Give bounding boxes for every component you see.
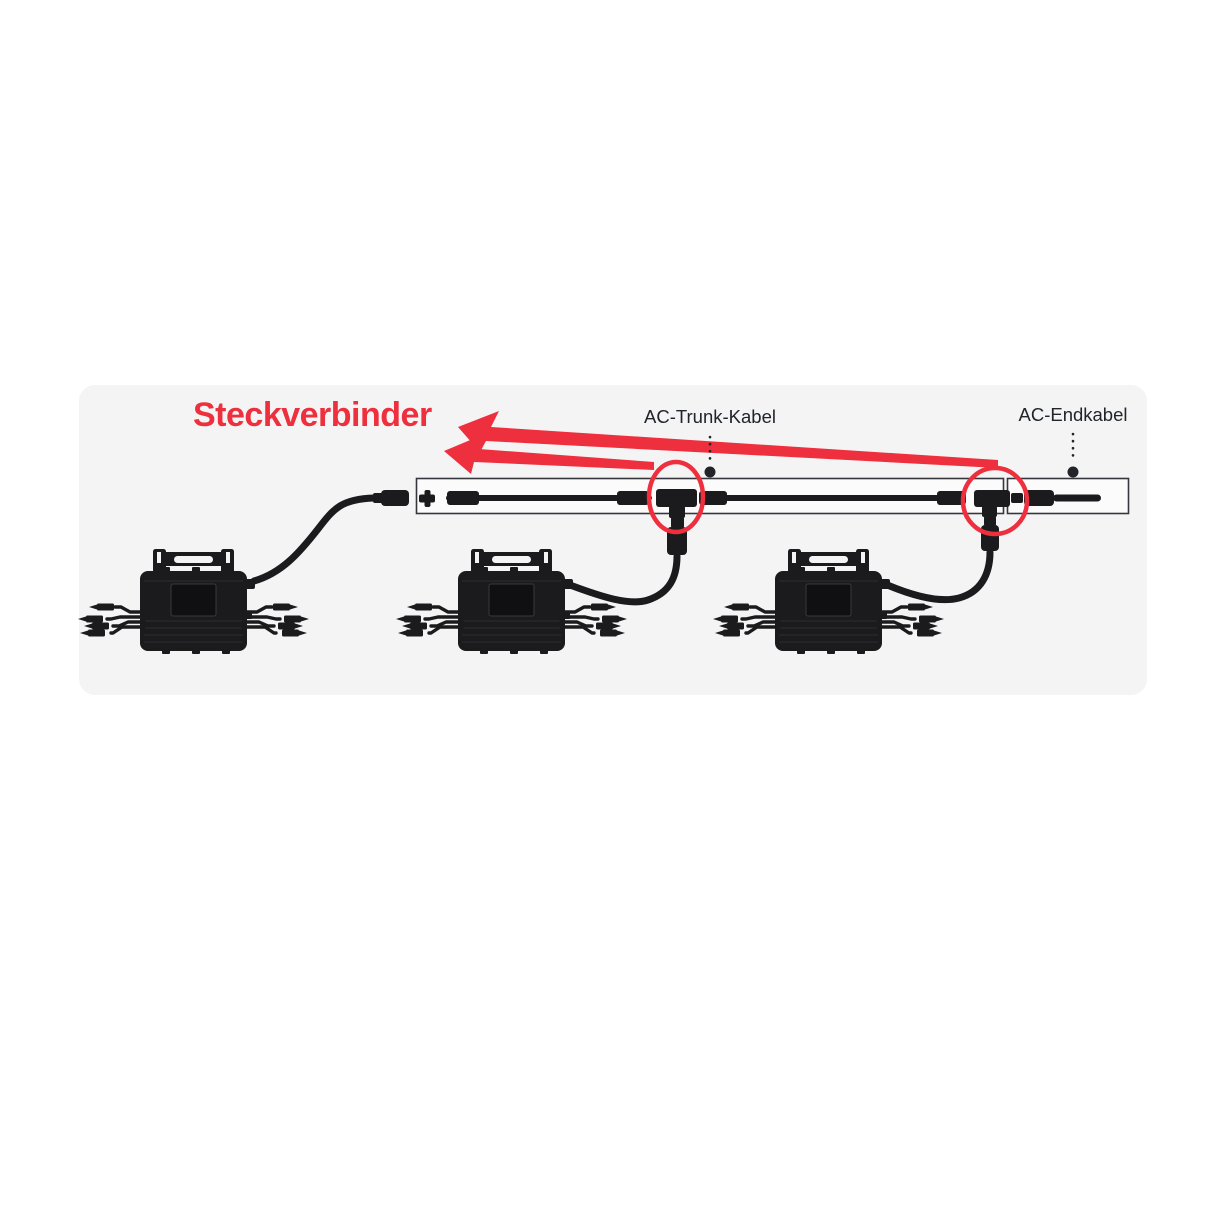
ac-cable-inverter-3: [881, 548, 994, 604]
trunk-plug: [373, 493, 383, 503]
pointer-trunk-cable: [704, 435, 716, 478]
t-connector-2: [974, 490, 1010, 551]
microinverter-2: [396, 549, 627, 654]
highlight-circle-2: [960, 465, 1030, 537]
trunk-cable-graphic: [373, 489, 1101, 555]
arrow-lower-icon: [444, 433, 654, 474]
ac-endkabel-label: AC-Endkabel: [1018, 404, 1128, 425]
trunk-segment-1: [446, 495, 652, 501]
pointer-dot: [1067, 466, 1079, 478]
arrow-upper-icon: [458, 411, 998, 468]
highlight-circle-1: [646, 459, 706, 535]
drop-connector-2: [981, 525, 999, 551]
microinverter-3: [713, 549, 944, 654]
end-cable-graphic: [1011, 490, 1101, 506]
annotation-arrows: [444, 411, 998, 474]
ac-cable-inverter-2: [566, 552, 681, 606]
steckverbinder-label: Steckverbinder: [193, 396, 432, 434]
t-connector-1: [656, 489, 697, 555]
drop-connector-1: [667, 527, 687, 555]
pointer-end-cable: [1067, 432, 1079, 478]
ac-trunk-kabel-label: AC-Trunk-Kabel: [644, 406, 776, 427]
trunk-segment-2: [700, 495, 965, 501]
microinverter-1: [78, 549, 309, 654]
ac-cable-inverter-1: [250, 494, 378, 585]
pointer-dot: [704, 466, 716, 478]
